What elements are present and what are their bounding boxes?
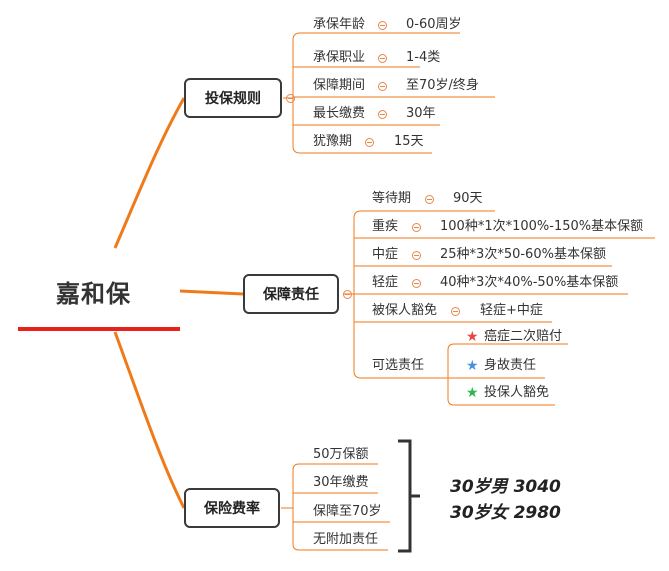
branch-coverage-label: 保障责任 — [263, 287, 319, 303]
root-title: 嘉和保 — [56, 280, 131, 308]
premium-item-1: 30年缴费 — [313, 475, 369, 490]
coverage-key-2: 中症 — [372, 247, 399, 262]
rules-minus-4-icon[interactable] — [365, 138, 374, 147]
coverage-key-0: 等待期 — [372, 191, 412, 206]
premium-item-3: 无附加责任 — [313, 532, 379, 547]
rules-minus-1-icon[interactable] — [378, 54, 387, 63]
coverage-minus-4-icon[interactable] — [451, 307, 460, 316]
coverage-connectors — [343, 210, 655, 406]
branch-coverage[interactable]: 保障责任 — [243, 274, 339, 314]
optional-item-0: 癌症二次赔付 — [484, 329, 563, 344]
optional-key: 可选责任 — [372, 358, 425, 373]
rules-key-0: 承保年龄 — [313, 17, 366, 32]
rules-key-2: 保障期间 — [313, 78, 366, 93]
rate-bracket — [398, 439, 420, 553]
coverage-value-1: 100种*1次*100%-150%基本保额 — [440, 219, 644, 234]
rate-female: 30岁女 2980 — [450, 503, 561, 523]
rules-value-0: 0-60周岁 — [406, 17, 462, 32]
collapse-coverage-icon[interactable] — [343, 290, 352, 299]
coverage-minus-1-icon[interactable] — [412, 223, 421, 232]
rules-connectors — [283, 32, 495, 154]
rules-key-3: 最长缴费 — [313, 106, 366, 121]
coverage-minus-2-icon[interactable] — [412, 251, 421, 260]
optional-item-1: 身故责任 — [484, 358, 537, 373]
premium-connectors — [281, 463, 390, 551]
rate-male: 30岁男 3040 — [450, 477, 561, 497]
rules-minus-2-icon[interactable] — [378, 82, 387, 91]
branch-premium-label: 保险费率 — [204, 501, 260, 517]
star-icon-cancer: ★ — [466, 329, 479, 345]
rules-key-1: 承保职业 — [313, 50, 366, 65]
rules-value-3: 30年 — [406, 106, 436, 121]
coverage-key-1: 重疾 — [372, 219, 399, 234]
coverage-minus-0-icon[interactable] — [425, 195, 434, 204]
branch-premium[interactable]: 保险费率 — [184, 488, 280, 528]
coverage-key-4: 被保人豁免 — [372, 303, 438, 318]
branch-rules[interactable]: 投保规则 — [184, 78, 282, 118]
coverage-value-3: 40种*3次*40%-50%基本保额 — [440, 275, 619, 290]
rules-value-2: 至70岁/终身 — [406, 78, 479, 93]
optional-item-2: 投保人豁免 — [484, 385, 550, 400]
rules-minus-3-icon[interactable] — [378, 110, 387, 119]
star-icon-waiver: ★ — [466, 385, 479, 401]
rules-value-4: 15天 — [394, 134, 424, 149]
premium-item-2: 保障至70岁 — [313, 504, 382, 519]
star-icon-death: ★ — [466, 358, 479, 374]
collapse-rules-icon[interactable] — [286, 94, 295, 103]
coverage-key-3: 轻症 — [372, 275, 399, 290]
branch-line-premium — [113, 331, 186, 509]
coverage-value-4: 轻症+中症 — [480, 303, 543, 318]
branch-line-rules — [113, 97, 186, 249]
branch-line-coverage — [179, 289, 244, 296]
rules-minus-0-icon[interactable] — [378, 21, 387, 30]
coverage-value-2: 25种*3次*50-60%基本保额 — [440, 247, 606, 262]
coverage-minus-3-icon[interactable] — [412, 279, 421, 288]
rules-value-1: 1-4类 — [406, 50, 441, 65]
coverage-value-0: 90天 — [453, 191, 483, 206]
premium-item-0: 50万保额 — [313, 447, 369, 462]
rules-key-4: 犹豫期 — [313, 134, 353, 149]
branch-rules-label: 投保规则 — [205, 91, 261, 107]
